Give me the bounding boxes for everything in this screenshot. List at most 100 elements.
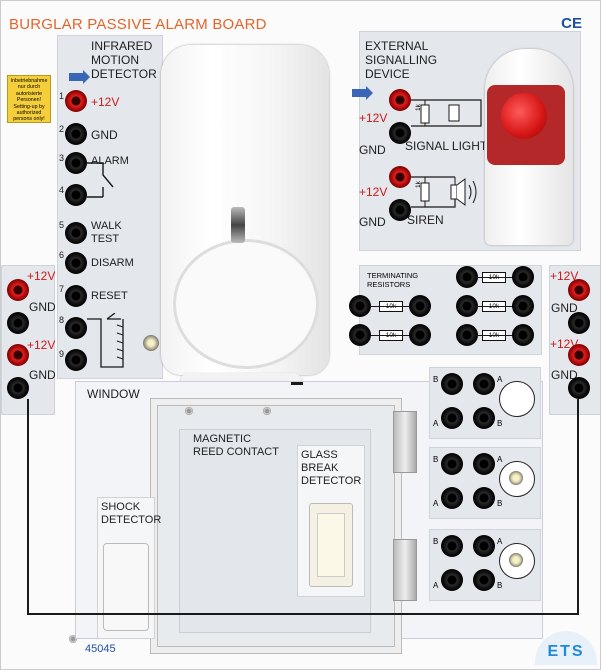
motion-detector-lens	[173, 239, 319, 369]
terminal-reset-label: RESET	[91, 290, 128, 302]
sensor-terminal-jack[interactable]	[441, 373, 463, 395]
terminal-disarm-label: DISARM	[91, 257, 134, 269]
left-gnd-label-2: GND	[29, 368, 56, 382]
terminal-alarm-jack[interactable]	[65, 152, 87, 174]
sensor-terminal-jack[interactable]	[441, 453, 463, 475]
ce-mark: CE	[561, 15, 582, 32]
terminal-reset-jack[interactable]	[65, 285, 87, 307]
glass-break-label: GLASS BREAK DETECTOR	[301, 449, 362, 487]
screw	[263, 407, 271, 415]
resistor-wire	[371, 335, 411, 336]
motion-detector-wire	[291, 382, 303, 385]
resistor-wire	[474, 335, 514, 336]
resistor-jack-a[interactable]	[456, 266, 478, 288]
shock-detector	[103, 543, 149, 631]
screw	[69, 635, 77, 643]
tamper-button[interactable]	[143, 335, 159, 351]
sensor-test-button[interactable]	[509, 553, 523, 567]
sensor-terminal-jack[interactable]	[473, 569, 495, 591]
sensor-test-button[interactable]	[509, 471, 523, 485]
resistor-jack-a[interactable]	[456, 324, 478, 346]
signal-light-resistor-label: 1k	[414, 104, 422, 111]
sensor-terminal-jack[interactable]	[441, 535, 463, 557]
sensor-terminal-jack[interactable]	[473, 373, 495, 395]
warning-label: Inbetriebnahme nur durch autorisierte Pe…	[7, 75, 51, 123]
alarm-switch-symbol	[87, 162, 114, 198]
sensor-terminal-jack[interactable]	[441, 407, 463, 429]
shock-detector-label: SHOCK DETECTOR	[101, 501, 162, 526]
siren-resistor-label: 1k	[414, 181, 422, 188]
sensor-terminal-label: A	[433, 419, 439, 428]
board-title: BURGLAR PASSIVE ALARM BOARD	[9, 16, 267, 33]
terminal-alarm-label: ALARM	[91, 155, 129, 167]
sensor-terminal-label: A	[433, 581, 439, 590]
left-gnd-jack-1[interactable]	[7, 312, 29, 334]
sensor-terminal-jack[interactable]	[473, 487, 495, 509]
terminal-alarm-return-jack[interactable]	[65, 184, 87, 206]
siren-plus12v-jack[interactable]	[389, 166, 411, 188]
terminal-tamper-return-jack[interactable]	[65, 349, 87, 371]
resistor-jack-b[interactable]	[409, 324, 431, 346]
sensor-terminal-label: A	[433, 499, 439, 508]
tamper-switch-symbol	[87, 313, 124, 368]
terminal-plus12v-label: +12V	[91, 95, 120, 109]
right-gnd-jack-1[interactable]	[568, 312, 590, 334]
signal-light-circuit	[411, 99, 482, 127]
signal-light-bulb	[501, 93, 547, 139]
right-plus12v-label-1: +12V	[550, 269, 579, 283]
resistor-wire	[474, 277, 514, 278]
siren-gnd-label: GND	[359, 215, 386, 229]
window-hinge	[393, 539, 417, 601]
terminal-plus12v-jack[interactable]	[65, 90, 87, 112]
sensor-symbol	[499, 381, 535, 417]
right-plus12v-jack-1[interactable]	[568, 279, 590, 301]
loop-wire	[577, 399, 579, 615]
signal-light-plus12v-jack[interactable]	[389, 89, 411, 111]
resistor-jack-a[interactable]	[349, 295, 371, 317]
motion-detector-title: INFRARED MOTION DETECTOR	[91, 39, 157, 81]
magnetic-contact-label: MAGNETIC REED CONTACT	[193, 433, 279, 458]
siren-label: SIREN	[407, 213, 444, 227]
left-plus12v-label-1: +12V	[27, 269, 56, 283]
motion-detector-sensor	[231, 207, 245, 243]
sensor-terminal-label: A	[497, 537, 503, 546]
right-gnd-label-2: GND	[551, 368, 578, 382]
resistor-jack-b[interactable]	[409, 295, 431, 317]
sensor-terminal-label: B	[433, 537, 439, 546]
window-hinge	[393, 411, 417, 473]
sensor-terminal-jack[interactable]	[473, 453, 495, 475]
input-arrow-icon	[352, 86, 373, 100]
left-plus12v-jack-1[interactable]	[7, 279, 29, 301]
sensor-terminal-jack[interactable]	[441, 569, 463, 591]
signal-light-label: SIGNAL LIGHT	[405, 139, 488, 153]
right-gnd-jack-2[interactable]	[568, 377, 590, 399]
left-plus12v-jack-2[interactable]	[7, 344, 29, 366]
terminal-number: 3	[59, 153, 65, 163]
resistor-jack-b[interactable]	[512, 295, 534, 317]
left-gnd-jack-2[interactable]	[7, 377, 29, 399]
sensor-terminal-jack[interactable]	[473, 535, 495, 557]
terminal-number: 2	[59, 124, 65, 134]
resistor-jack-b[interactable]	[512, 266, 534, 288]
terminal-number: 7	[59, 284, 65, 294]
resistor-jack-a[interactable]	[456, 295, 478, 317]
terminal-number: 1	[59, 91, 65, 101]
resistor-jack-b[interactable]	[512, 324, 534, 346]
siren-gnd-jack[interactable]	[389, 199, 411, 221]
signal-light-gnd-jack[interactable]	[389, 122, 411, 144]
sensor-terminal-jack[interactable]	[441, 487, 463, 509]
right-gnd-label-1: GND	[551, 301, 578, 315]
sensor-terminal-jack[interactable]	[473, 407, 495, 429]
model-number: 45045	[85, 643, 116, 655]
signal-light-plus12v-label: +12V	[359, 111, 388, 125]
terminal-walk-test-jack[interactable]	[65, 222, 87, 244]
terminal-gnd-jack[interactable]	[65, 123, 87, 145]
sensor-terminal-label: B	[497, 499, 503, 508]
loop-wire	[27, 613, 579, 615]
left-gnd-label-1: GND	[29, 300, 56, 314]
terminal-tamper-jack[interactable]	[65, 317, 87, 339]
right-plus12v-jack-2[interactable]	[568, 344, 590, 366]
sensor-terminal-label: A	[497, 375, 503, 384]
terminal-disarm-jack[interactable]	[65, 252, 87, 274]
resistor-jack-a[interactable]	[349, 324, 371, 346]
